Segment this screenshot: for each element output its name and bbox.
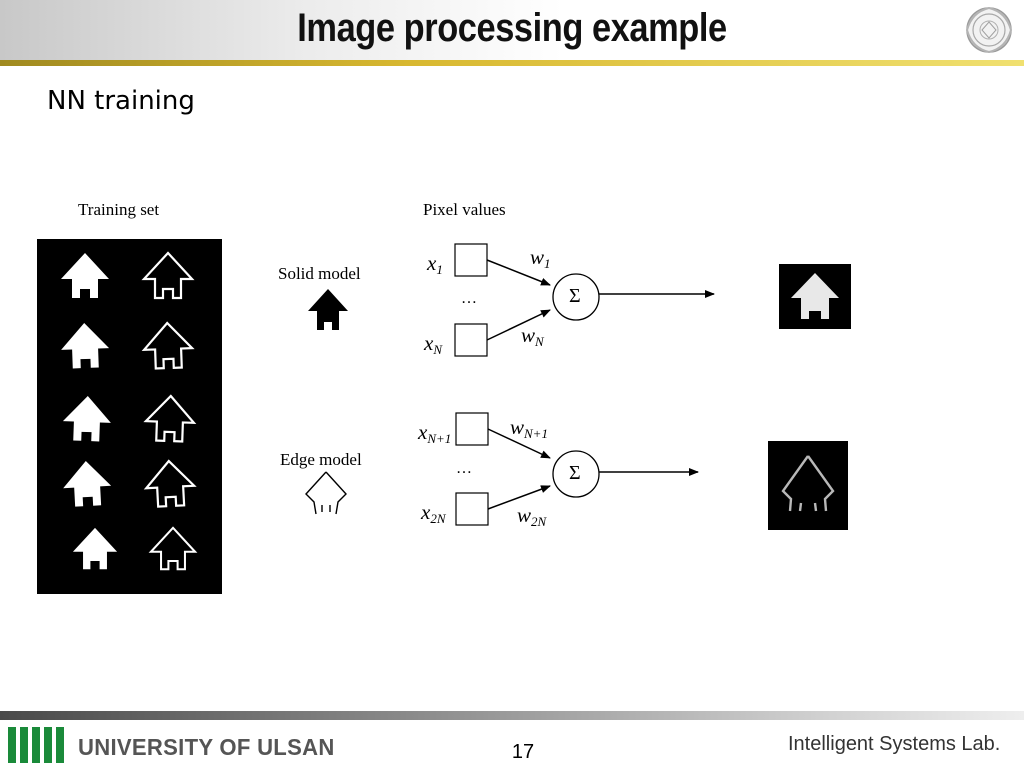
sum-node-edge [552, 450, 600, 498]
input-box-xN1 [455, 412, 489, 446]
output-image-edge [768, 441, 848, 530]
input-label-x2N: x2N [421, 500, 446, 526]
weight-line-w1 [486, 259, 551, 286]
ellipsis-solid: … [461, 290, 477, 307]
weight-label-w2N: w2N [517, 503, 547, 529]
training-set-panel [37, 239, 222, 594]
header-divider [0, 60, 1024, 66]
header-background [0, 0, 1024, 60]
pixel-values-label: Pixel values [423, 200, 506, 219]
weight-label-wN: wN [521, 323, 544, 349]
sigma-solid: Σ [569, 285, 581, 307]
input-label-xN1: xN+1 [418, 420, 452, 446]
slide-title: Image processing example [297, 6, 727, 50]
university-logo-icon [8, 727, 64, 763]
sum-node-solid [552, 273, 600, 321]
edge-model-label: Edge model [280, 450, 362, 469]
university-seal-icon [966, 6, 1012, 54]
weight-line-wN [486, 309, 551, 341]
footer-divider [0, 711, 1024, 720]
sigma-edge: Σ [569, 462, 581, 484]
footer-university-name: UNIVERSITY OF ULSAN [78, 734, 335, 760]
weight-line-wN1 [487, 428, 551, 459]
input-box-xN [454, 323, 488, 357]
input-box-x1 [454, 243, 488, 277]
slide-subtitle: NN training [47, 86, 195, 116]
edge-model-arrow-icon [305, 471, 347, 515]
footer-lab-name: Intelligent Systems Lab. [788, 733, 1001, 755]
solid-model-label: Solid model [278, 264, 361, 283]
input-label-xN: xN [424, 331, 442, 357]
weight-label-wN1: wN+1 [510, 415, 548, 441]
page-number: 17 [511, 741, 535, 763]
input-box-x2N [455, 492, 489, 526]
weight-line-w2N [487, 485, 551, 510]
weight-label-w1: w1 [530, 245, 551, 271]
input-label-x1: x1 [427, 251, 443, 277]
ellipsis-edge: … [456, 460, 472, 477]
solid-model-arrow-icon [308, 289, 348, 330]
output-image-solid [779, 264, 851, 329]
training-set-label: Training set [78, 200, 160, 219]
